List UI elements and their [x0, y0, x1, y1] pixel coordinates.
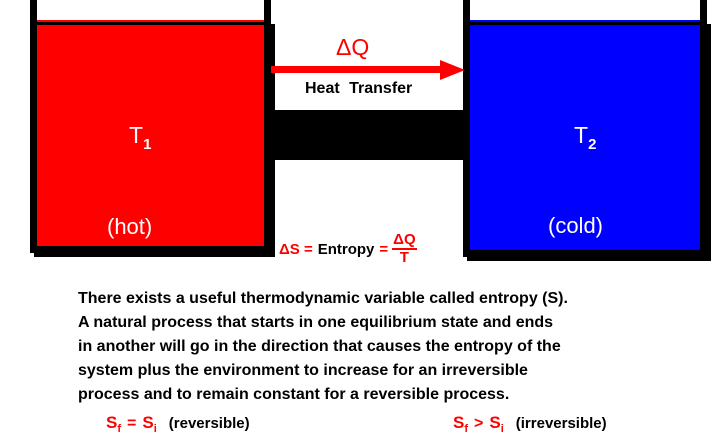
entropy-initial: Si [142, 413, 157, 435]
hot-tank-rim-left [30, 0, 37, 22]
entropy-final: Sf [453, 413, 469, 435]
cold-temperature: T2 [574, 122, 597, 153]
cold-tank-rim-left [463, 0, 470, 22]
entropy-final: Sf [106, 413, 122, 435]
fraction-numerator: ΔQ [392, 231, 417, 250]
connecting-bar [271, 110, 463, 160]
reversible-note: (reversible) [168, 415, 250, 432]
irreversible-note: (irreversible) [515, 415, 607, 432]
cold-label: (cold) [548, 213, 604, 238]
entropy-initial: Si [489, 413, 504, 435]
heat-arrow-shaft [271, 66, 443, 73]
entropy-lhs: ΔS = [279, 240, 313, 258]
hot-temperature: T1 [129, 122, 152, 153]
hot-tank-top-line [37, 22, 264, 25]
hot-tank-rim-right [264, 0, 271, 22]
paragraph-line: process and to remain constant for a rev… [78, 386, 510, 403]
relation-symbol: > [474, 415, 484, 432]
paragraph-line: system plus the environment to increase … [78, 362, 528, 379]
heat-arrow-icon [440, 60, 465, 80]
cold-reservoir [463, 20, 707, 257]
entropy-fraction: ΔQ T [392, 231, 417, 266]
paragraph-line: in another will go in the direction that… [78, 338, 561, 355]
cold-tank-top-line [470, 22, 700, 25]
fraction-denominator: T [399, 249, 409, 266]
delta-q-label: ΔQ [336, 34, 370, 60]
entropy-equals: = [379, 240, 389, 258]
cold-tank-rim-right [700, 0, 707, 22]
heat-transfer-label: Heat Transfer [305, 80, 413, 97]
paragraph-line: There exists a useful thermodynamic vari… [78, 290, 568, 307]
relation-symbol: = [127, 415, 137, 432]
entropy-word: Entropy [317, 240, 375, 258]
reversible-condition: Sf = Si (reversible) [106, 413, 250, 435]
entropy-equation: ΔS = Entropy = ΔQ T [279, 232, 417, 266]
irreversible-condition: Sf > Si (irreversible) [453, 413, 607, 435]
hot-label: (hot) [107, 214, 153, 239]
paragraph-line: A natural process that starts in one equ… [78, 314, 554, 331]
explanation-paragraph: There exists a useful thermodynamic vari… [78, 287, 678, 407]
hot-reservoir [30, 20, 271, 253]
